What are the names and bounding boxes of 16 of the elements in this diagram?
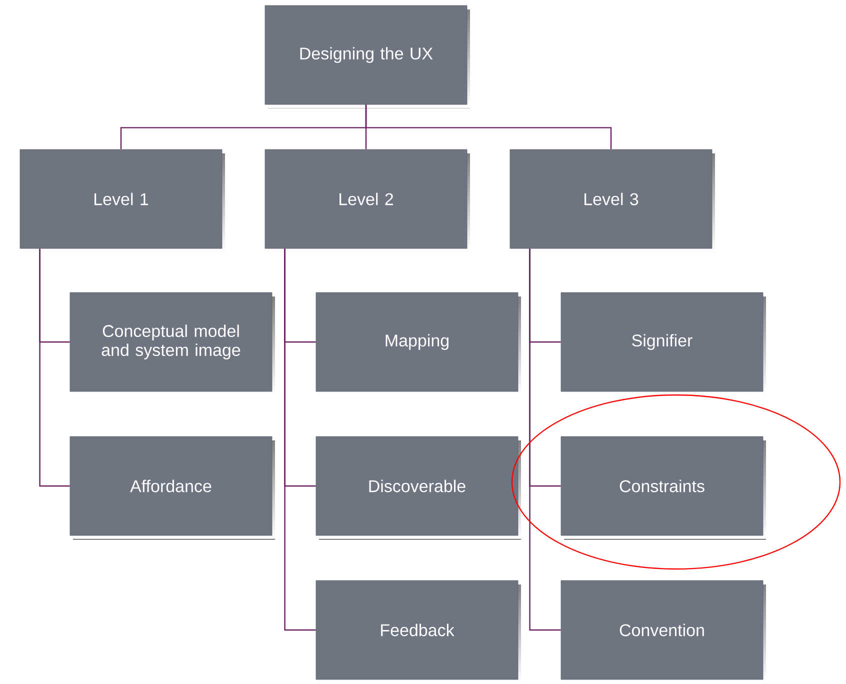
process-box: Designing the UX [264,5,468,105]
connector-line [365,104,612,150]
connector-line [39,248,70,487]
process-box: Discoverable [316,436,518,536]
process-box: Signifier [560,292,764,392]
process-box: Level 1 [20,149,222,249]
process-box: Conceptual model and system image [70,292,272,392]
connector-line [529,248,561,631]
process-box: Convention [560,580,764,680]
process-box: Affordance [70,436,272,536]
process-box: Feedback [316,580,518,680]
process-box: Level 2 [264,149,468,249]
connector-line [284,248,316,631]
process-box: Mapping [316,292,518,392]
process-box: Level 3 [510,149,712,249]
process-box: Constraints [560,436,764,536]
